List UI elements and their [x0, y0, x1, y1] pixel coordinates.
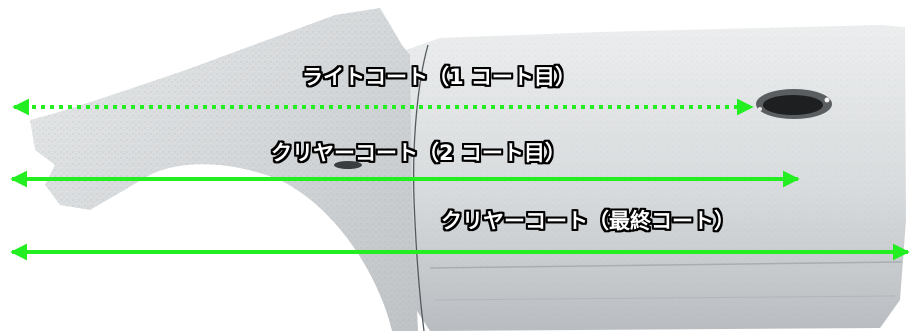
- front-fender: [30, 8, 429, 331]
- clear-coat-final-label: クリヤーコート（最終コート）: [441, 209, 735, 233]
- clear-coat-2-label: クリヤーコート（2 コート目）: [271, 141, 566, 165]
- light-coat-label: ライトコート（1 コート目）: [302, 65, 576, 89]
- door-handle: [756, 89, 832, 119]
- coat-arrows: [10, 98, 910, 261]
- side-marker-slot: [334, 161, 362, 169]
